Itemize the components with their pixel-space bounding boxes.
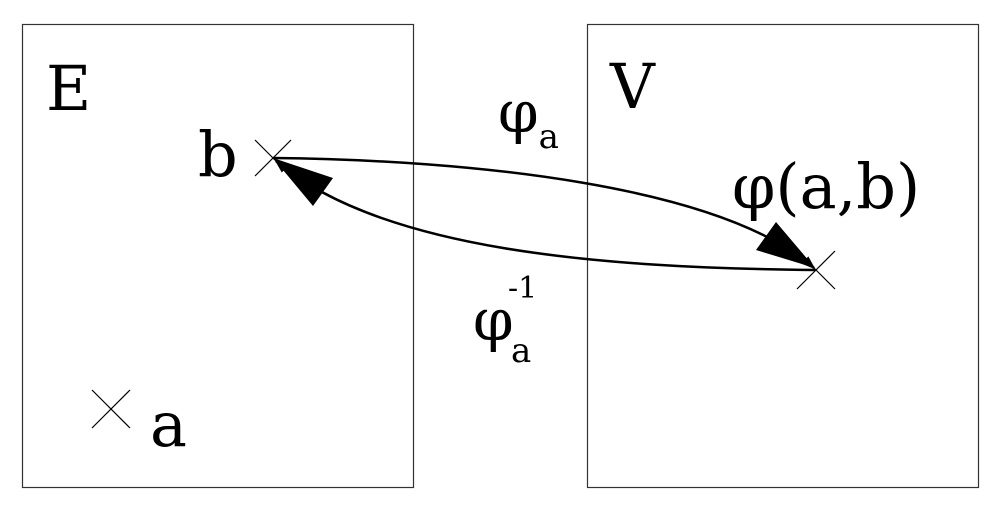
set-v-label: V [609,50,656,123]
forward-map-subscript: a [539,117,559,157]
forward-arrowhead [756,222,815,268]
inverse-map-symbol: φ [473,286,514,354]
inverse-map-label: φa -1 [473,271,537,371]
forward-map-label: φa [498,78,559,157]
inverse-map-subscript: a [511,331,531,371]
forward-map-symbol: φ [498,78,539,146]
inverse-arrowhead [273,158,333,206]
point-a-cross-icon [91,389,131,429]
point-phi-ab-label: φ(a,b) [732,150,920,223]
inverse-map-superscript: -1 [508,271,537,306]
set-e-label: E [46,52,91,125]
set-e-box [21,23,415,489]
point-b-label: b [198,118,238,191]
inverse-map-arrow [274,159,816,272]
set-v-box [586,23,980,489]
point-a-label: a [150,388,187,461]
